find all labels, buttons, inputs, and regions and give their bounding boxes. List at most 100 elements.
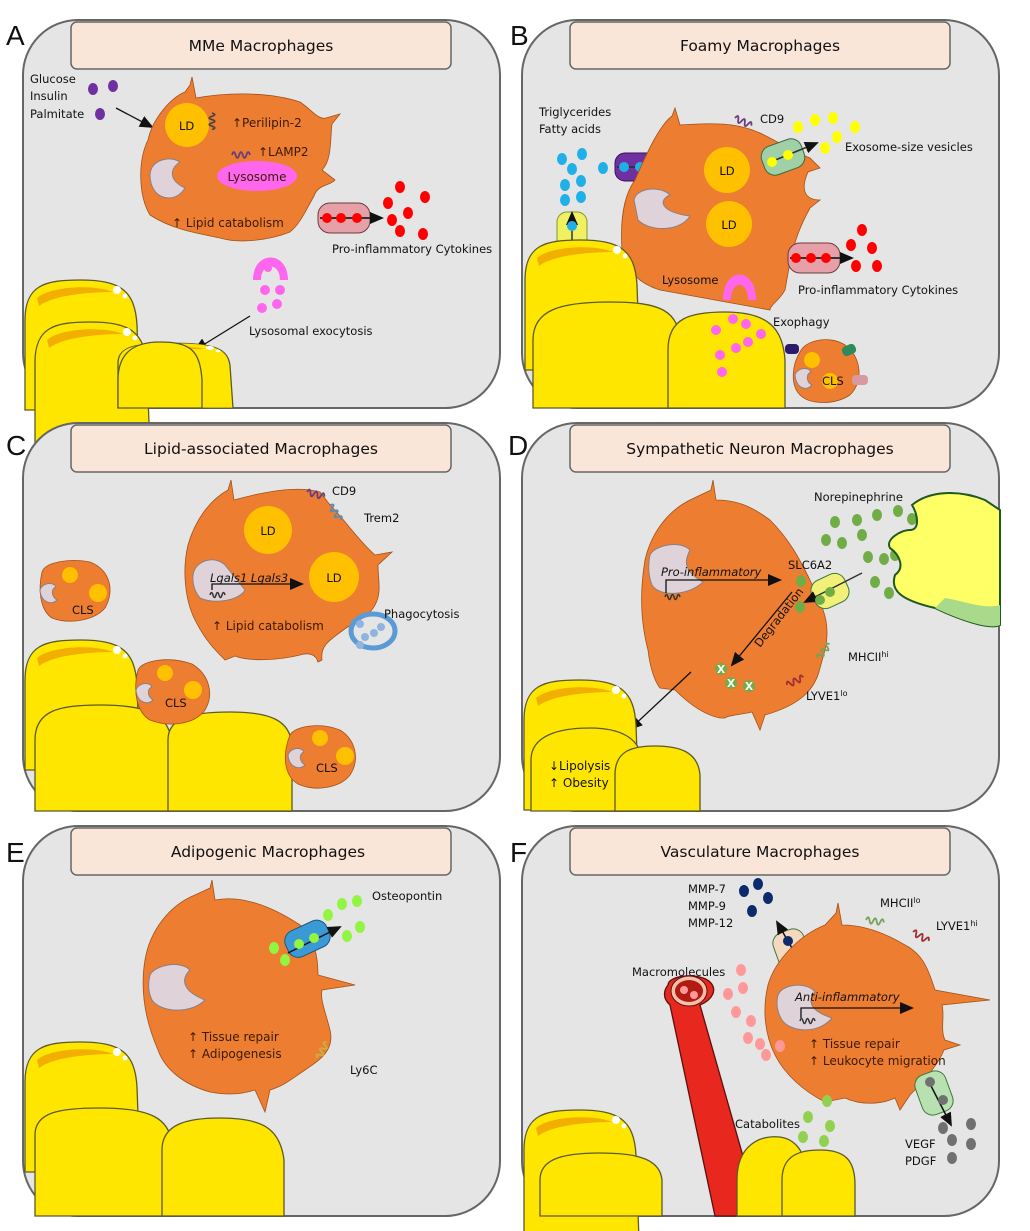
growth-factor-channel <box>914 1070 954 1127</box>
adipocyte <box>532 301 681 409</box>
panel-title-box <box>70 424 452 473</box>
panel-title-box <box>569 424 951 473</box>
cls-cell: CLS <box>39 560 111 622</box>
trem2-label: Trem2 <box>363 511 399 525</box>
adipogenesis-label: ↑ Adipogenesis <box>188 1047 282 1061</box>
panel-b: B Foamy Macrophages Triglycerides Fatty … <box>510 19 1000 409</box>
adipocyte <box>167 711 293 812</box>
norepinephrine-dots <box>795 505 917 613</box>
phagosome <box>348 611 398 651</box>
nucleus <box>148 964 206 1011</box>
slc6a2-label: SLC6A2 <box>788 558 832 572</box>
adipocyte <box>667 311 786 409</box>
gene-label: Lgals1 Lgals3 <box>210 571 288 585</box>
lysosomal-vesicle <box>253 257 288 280</box>
phagocytosed-dots <box>356 620 385 649</box>
obesity-label: ↑ Obesity <box>549 776 609 790</box>
degraded-x: X <box>727 678 735 690</box>
catabolite-dots <box>798 1095 835 1147</box>
cls-cell: CLS <box>785 339 868 403</box>
exocytosis-arrow <box>193 315 251 352</box>
exosome-label: Exosome-size vesicles <box>845 140 973 154</box>
exosome-dots <box>793 112 860 154</box>
input-label-palmitate: Palmitate <box>30 107 84 121</box>
anti-inflammatory-label: Anti-inflammatory <box>794 990 900 1004</box>
expression-arrow <box>800 1002 914 1018</box>
degraded-molecules: X X X <box>715 663 755 693</box>
cls-cell: CLS <box>284 725 356 789</box>
adipocyte <box>614 745 701 812</box>
mhcii-label: MHCIIlo <box>880 896 921 911</box>
panel-f: F Vasculature Macrophages MMP-7 MMP-9 MM… <box>510 825 1000 1231</box>
panel-title-box <box>70 21 452 70</box>
adipocyte <box>781 1149 856 1217</box>
nucleus <box>149 158 186 199</box>
panel-title-box <box>569 21 951 70</box>
growth-factor-label: VEGF <box>905 1137 936 1151</box>
cytokine-channel <box>787 242 854 274</box>
slc6a2-transporter <box>803 572 863 610</box>
cd9-label: CD9 <box>760 112 784 126</box>
lyve1-label: LYVE1lo <box>806 689 848 704</box>
cls-label: CLS <box>316 761 338 775</box>
lipolysis-label: ↓Lipolysis <box>549 759 610 773</box>
catabolites-label: Catabolites <box>735 1117 800 1131</box>
lysosome <box>217 161 297 191</box>
ld-label: LD <box>719 164 734 178</box>
cytokine-dots <box>846 224 882 272</box>
cytokine-channel <box>317 202 384 234</box>
phagocytosis-label: Phagocytosis <box>384 607 459 621</box>
nucleus <box>648 544 704 594</box>
input-label-insulin: Insulin <box>30 89 68 103</box>
input-label-glucose: Glucose <box>30 72 76 86</box>
nucleus <box>192 559 246 602</box>
tissue-repair-label: ↑ Tissue repair <box>188 1030 279 1044</box>
panel-title: Sympathetic Neuron Macrophages <box>626 440 893 458</box>
macromolecule-dots <box>723 964 785 1061</box>
panel-letter: A <box>6 20 25 51</box>
panel-letter: E <box>6 837 25 868</box>
panel-title: Vasculature Macrophages <box>660 843 859 861</box>
panel-title: MMe Macrophages <box>189 37 334 55</box>
cls-label: CLS <box>822 374 844 388</box>
input-label-fatty-acids: Fatty acids <box>539 122 601 136</box>
panel-title: Lipid-associated Macrophages <box>144 440 378 458</box>
sympathetic-neuron <box>888 492 1001 628</box>
norepinephrine-label: Norepinephrine <box>814 490 903 504</box>
cls-cell: CLS <box>135 659 210 725</box>
exophagy-dots <box>711 314 766 377</box>
cytokines-label: Pro-inflammatory Cytokines <box>332 242 492 256</box>
neuron-sheath <box>935 598 1000 627</box>
exocytosed-dots <box>257 285 285 313</box>
mmp-label: MMP-9 <box>688 899 726 913</box>
lipid-droplet <box>244 506 292 554</box>
obesity-arrow <box>628 671 692 731</box>
cytokine-dots <box>383 181 430 240</box>
osteopontin-channel <box>284 919 342 958</box>
adipocyte <box>539 1152 663 1217</box>
panel-title-box <box>70 827 452 876</box>
lipid-droplet <box>165 103 209 147</box>
leukocyte-migration-label: ↑ Leukocyte migration <box>809 1054 946 1068</box>
fatty-acid-dots <box>557 148 608 206</box>
cytokines-label: Pro-inflammatory Cytokines <box>798 283 958 297</box>
lysosomal-vesicle <box>723 274 756 300</box>
mhcii-label: MHCIIhi <box>848 650 889 665</box>
perilipin-label: ↑Perilipin-2 <box>232 116 302 130</box>
macrophage-cell <box>641 479 828 732</box>
lipid-droplet <box>704 147 750 193</box>
lipid-catabolism-label: ↑ Lipid catabolism <box>212 619 324 633</box>
exocytosis-label: Lysosomal exocytosis <box>249 324 373 338</box>
degraded-x: X <box>717 664 725 676</box>
lysosome-label: Lysosome <box>228 170 287 184</box>
pro-inflammatory-label: Pro-inflammatory <box>661 565 762 579</box>
osteopontin-label: Osteopontin <box>372 889 442 903</box>
cls-label: CLS <box>72 603 94 617</box>
lysosome-label: Lysosome <box>662 273 719 287</box>
degraded-x: X <box>745 681 753 693</box>
exosome-channel <box>760 138 819 176</box>
panel-letter: C <box>6 430 26 461</box>
panel-letter: D <box>508 430 528 461</box>
macromolecules-label: Macromolecules <box>632 965 725 979</box>
